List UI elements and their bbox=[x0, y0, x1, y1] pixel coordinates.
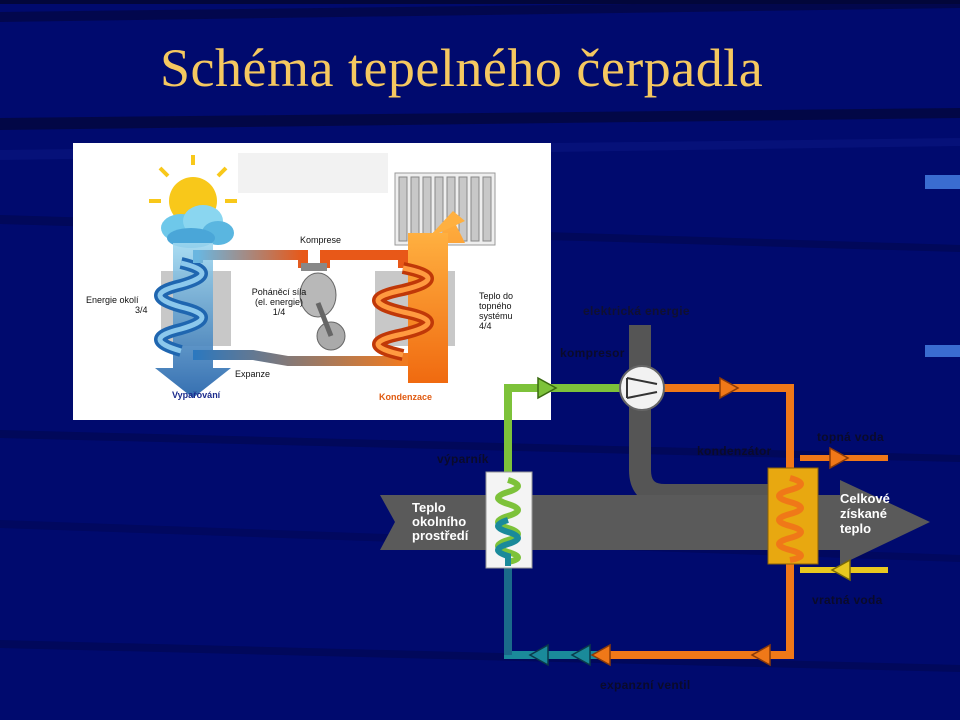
condensation-label: Kondenzace bbox=[379, 392, 433, 402]
ambient-heat-label-line2: okolního bbox=[412, 514, 467, 529]
heating-water-label: topná voda bbox=[817, 430, 885, 444]
expansion-label: Expanze bbox=[235, 369, 271, 379]
compressor-label: kompresor bbox=[560, 346, 625, 360]
expansion-valve-label: expanzní ventil bbox=[600, 678, 691, 692]
condenser-label: kondenzátor bbox=[697, 444, 772, 458]
cycle-drawing bbox=[149, 153, 496, 398]
driving-force-label-line2: (el. energie) bbox=[254, 297, 304, 307]
ambient-energy-label-line1: Energie okolí bbox=[86, 295, 139, 305]
ambient-heat-label-line1: Teplo bbox=[412, 500, 446, 515]
total-heat-label-line2: získané bbox=[840, 506, 887, 521]
flow-arrow-icons bbox=[528, 376, 851, 667]
evaporator-label: výparník bbox=[437, 452, 489, 466]
driving-force-label-line3: 1/4 bbox=[272, 307, 286, 317]
piston-icon bbox=[299, 263, 346, 351]
radiator-icon bbox=[394, 172, 496, 246]
evaporation-label: Vypařování bbox=[172, 390, 221, 400]
electric-energy-label: elektrická energie bbox=[583, 304, 690, 318]
heat-out-label-line1: Teplo do bbox=[479, 291, 514, 301]
total-heat-label-line1: Celkové bbox=[840, 491, 890, 506]
return-water-label: vratná voda bbox=[812, 593, 883, 607]
heat-out-label-line3: systému bbox=[479, 311, 513, 321]
ambient-energy-label-line2: 3/4 bbox=[135, 305, 148, 315]
driving-force-label-line1: Poháněcí síla bbox=[251, 287, 307, 297]
heat-out-label-line4: 4/4 bbox=[479, 321, 492, 331]
condenser-icon bbox=[767, 467, 819, 565]
heat-out-label-line2: topného bbox=[479, 301, 512, 311]
evaporator-icon bbox=[485, 471, 533, 569]
compression-label: Komprese bbox=[300, 235, 342, 245]
total-heat-label-line3: teplo bbox=[840, 521, 872, 536]
slide-title: Schéma tepelného čerpadla bbox=[160, 38, 764, 98]
heat-pump-cycle-illustration: Komprese Poháněcí síla (el. energie) 1/4… bbox=[73, 143, 551, 420]
ambient-heat-label-line3: prostředí bbox=[412, 528, 469, 543]
compressor-icon bbox=[619, 365, 665, 411]
